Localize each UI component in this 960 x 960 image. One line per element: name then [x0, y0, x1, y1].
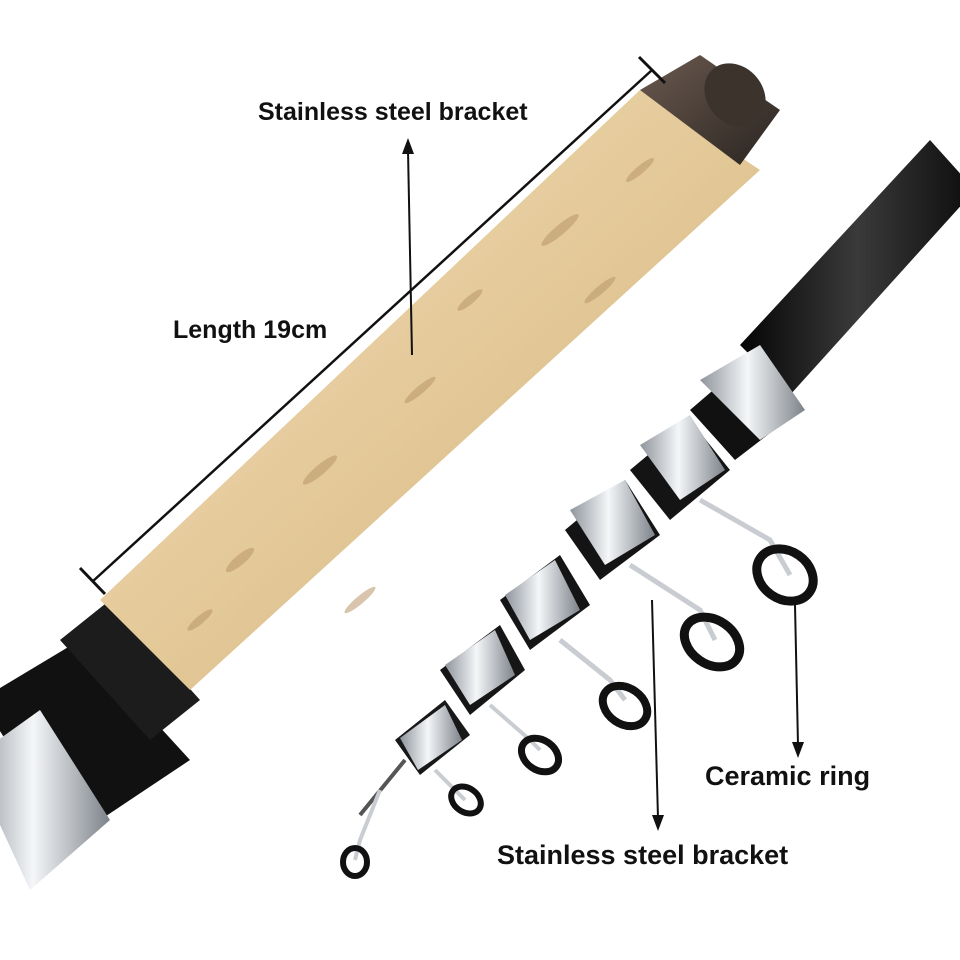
cork-texture — [187, 158, 655, 631]
length-label: Length 19cm — [173, 316, 328, 344]
rod-tip — [358, 758, 407, 817]
ceramic-ring-icon — [752, 544, 818, 606]
ceramic-ring-icon — [448, 783, 484, 817]
line-guides — [340, 497, 818, 879]
threaded-collar — [60, 600, 200, 740]
guide-3 — [558, 638, 652, 731]
bottom-bracket-pointer — [651, 599, 664, 831]
ceramic-ring-label: Ceramic ring — [705, 761, 871, 791]
rod-section-1 — [740, 140, 960, 395]
stainless-steel-bracket-label-bottom: Stainless steel bracket — [497, 840, 789, 870]
reel-seat-steel-hood — [0, 710, 110, 890]
length-dimension-line — [78, 55, 667, 596]
steel-ferrules — [400, 345, 805, 770]
ceramic-ring-pointer — [792, 604, 804, 758]
guide-1 — [698, 497, 818, 606]
butt-cap-end — [704, 63, 766, 127]
ceramic-ring-icon — [340, 845, 370, 879]
ceramic-ring-icon — [679, 612, 745, 672]
butt-cap — [640, 55, 780, 165]
stainless-steel-bracket-label-top: Stainless steel bracket — [258, 98, 528, 126]
guide-2 — [628, 562, 745, 672]
top-bracket-pointer — [402, 138, 414, 356]
guide-5 — [433, 768, 484, 817]
ceramic-ring-icon — [517, 734, 563, 776]
guide-4 — [488, 703, 563, 776]
ceramic-ring-icon — [598, 681, 652, 731]
tip-guide — [340, 789, 382, 879]
cork-handle — [0, 55, 780, 890]
cork-grip — [100, 90, 760, 690]
